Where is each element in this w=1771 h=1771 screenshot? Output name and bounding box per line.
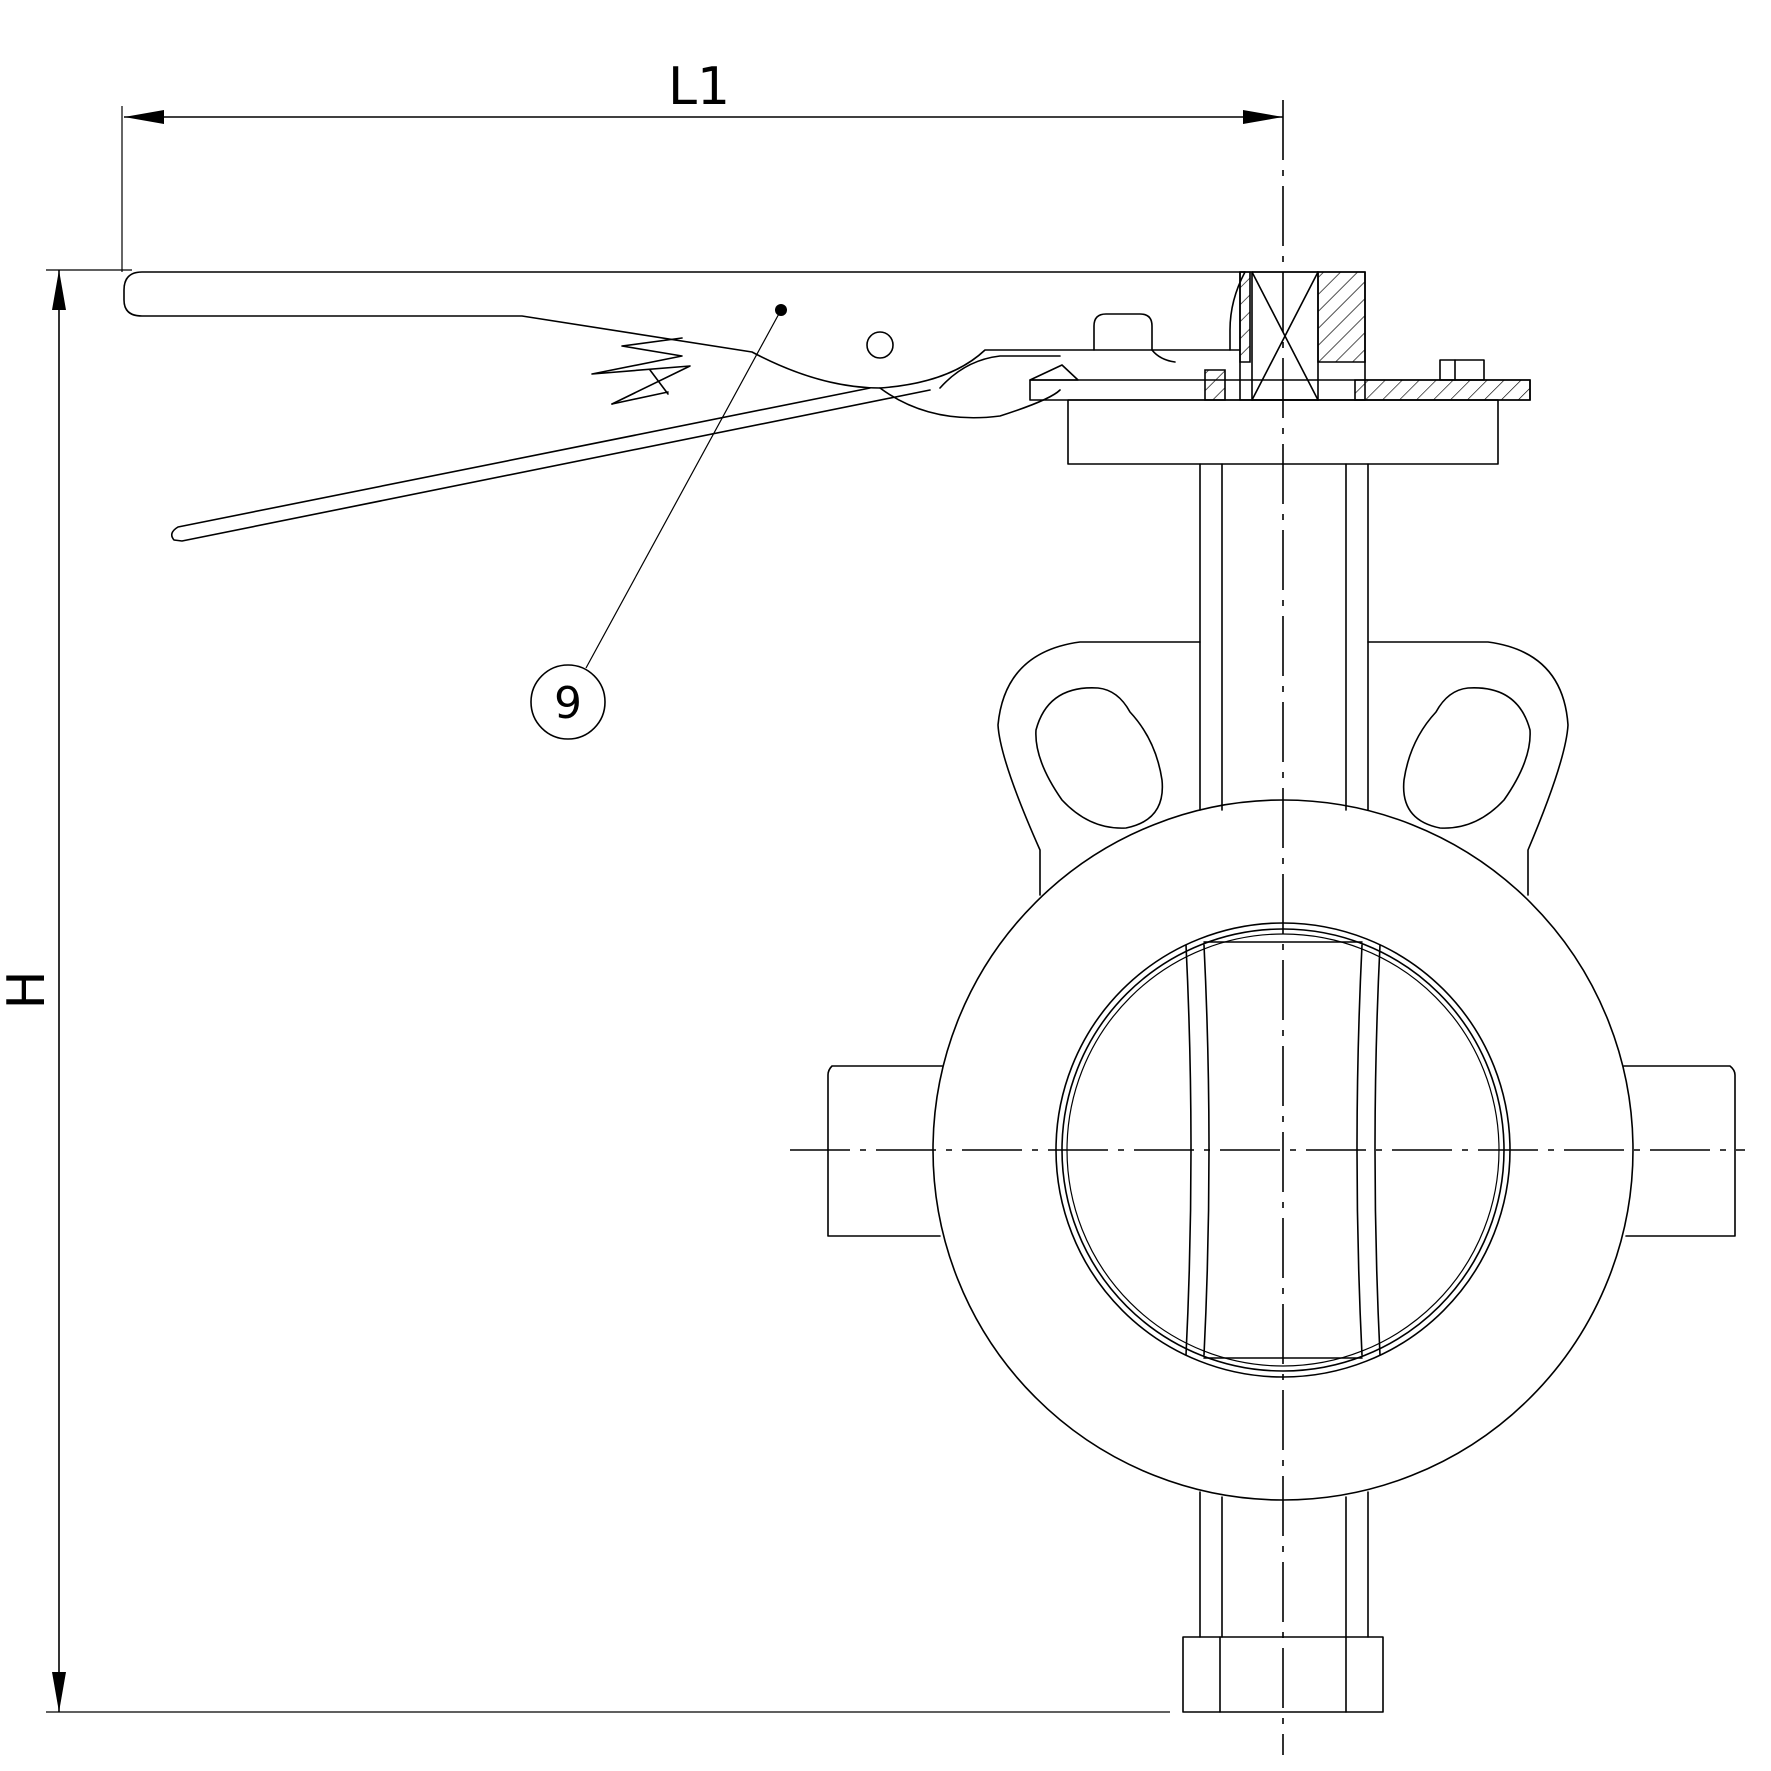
lower-neck [1200, 1492, 1368, 1637]
lug-left-slot [1036, 688, 1162, 828]
lever-handle [124, 272, 1245, 541]
bottom-cap [1183, 1637, 1383, 1712]
hub-section-left [1205, 370, 1225, 400]
mounting-pad [1068, 400, 1498, 464]
hub-section-right [1318, 272, 1365, 362]
bottom-cap-outline [1183, 1637, 1383, 1712]
l1-arrow-right [1243, 110, 1283, 124]
seat-ring-inner [1062, 929, 1504, 1371]
lug-right-slot [1404, 688, 1530, 828]
lug-right-outline [1368, 642, 1568, 895]
lever-pivot-pin [867, 332, 893, 358]
h-arrow-bottom [52, 1672, 66, 1712]
l1-arrow-left [124, 110, 164, 124]
h-arrow-top [52, 270, 66, 310]
square-drive-cross-b [1252, 272, 1318, 400]
seat-ring-outer [1056, 923, 1510, 1377]
locking-plate [1030, 314, 1530, 400]
side-bosses [828, 1066, 1735, 1236]
disc-edge [1067, 934, 1499, 1366]
plate-bolt [1440, 360, 1484, 380]
disc-hub-left-inner [1204, 945, 1209, 1355]
callout-9-label: 9 [554, 678, 582, 729]
lever-spring [592, 338, 690, 404]
trigger-grip [172, 388, 930, 541]
latch-notch [1030, 365, 1078, 380]
spring-base [612, 392, 668, 404]
body-outer-ring [933, 800, 1633, 1500]
l1-label: L1 [668, 57, 730, 117]
lug-left-outline [998, 642, 1200, 895]
dimension-l1: L1 [122, 57, 1283, 272]
hub-section-left-edge [1240, 272, 1250, 362]
callout-9-leader [586, 310, 781, 668]
upper-neck [1200, 464, 1368, 810]
h-label: H [0, 970, 57, 1009]
body-lugs [998, 642, 1568, 895]
disc-hub [1186, 942, 1380, 1358]
lock-latch-inner [940, 356, 1060, 388]
callout-9: 9 [531, 304, 787, 739]
dimension-h: H [0, 270, 1170, 1712]
notch-plate-section [1355, 380, 1530, 400]
callout-9-bubble [531, 665, 605, 739]
lever-body [124, 272, 1245, 388]
spring-arm [650, 370, 668, 394]
side-boss-right [1624, 1066, 1735, 1236]
disc-hub-right-outer [1375, 945, 1380, 1355]
latch-tab [1094, 314, 1152, 350]
disc-hub-right-inner [1357, 945, 1362, 1355]
latch-tab-fillet [1152, 350, 1175, 362]
disc-hub-left-outer [1186, 945, 1191, 1355]
lock-latch-curve [880, 388, 1060, 418]
side-boss-left [828, 1066, 942, 1236]
